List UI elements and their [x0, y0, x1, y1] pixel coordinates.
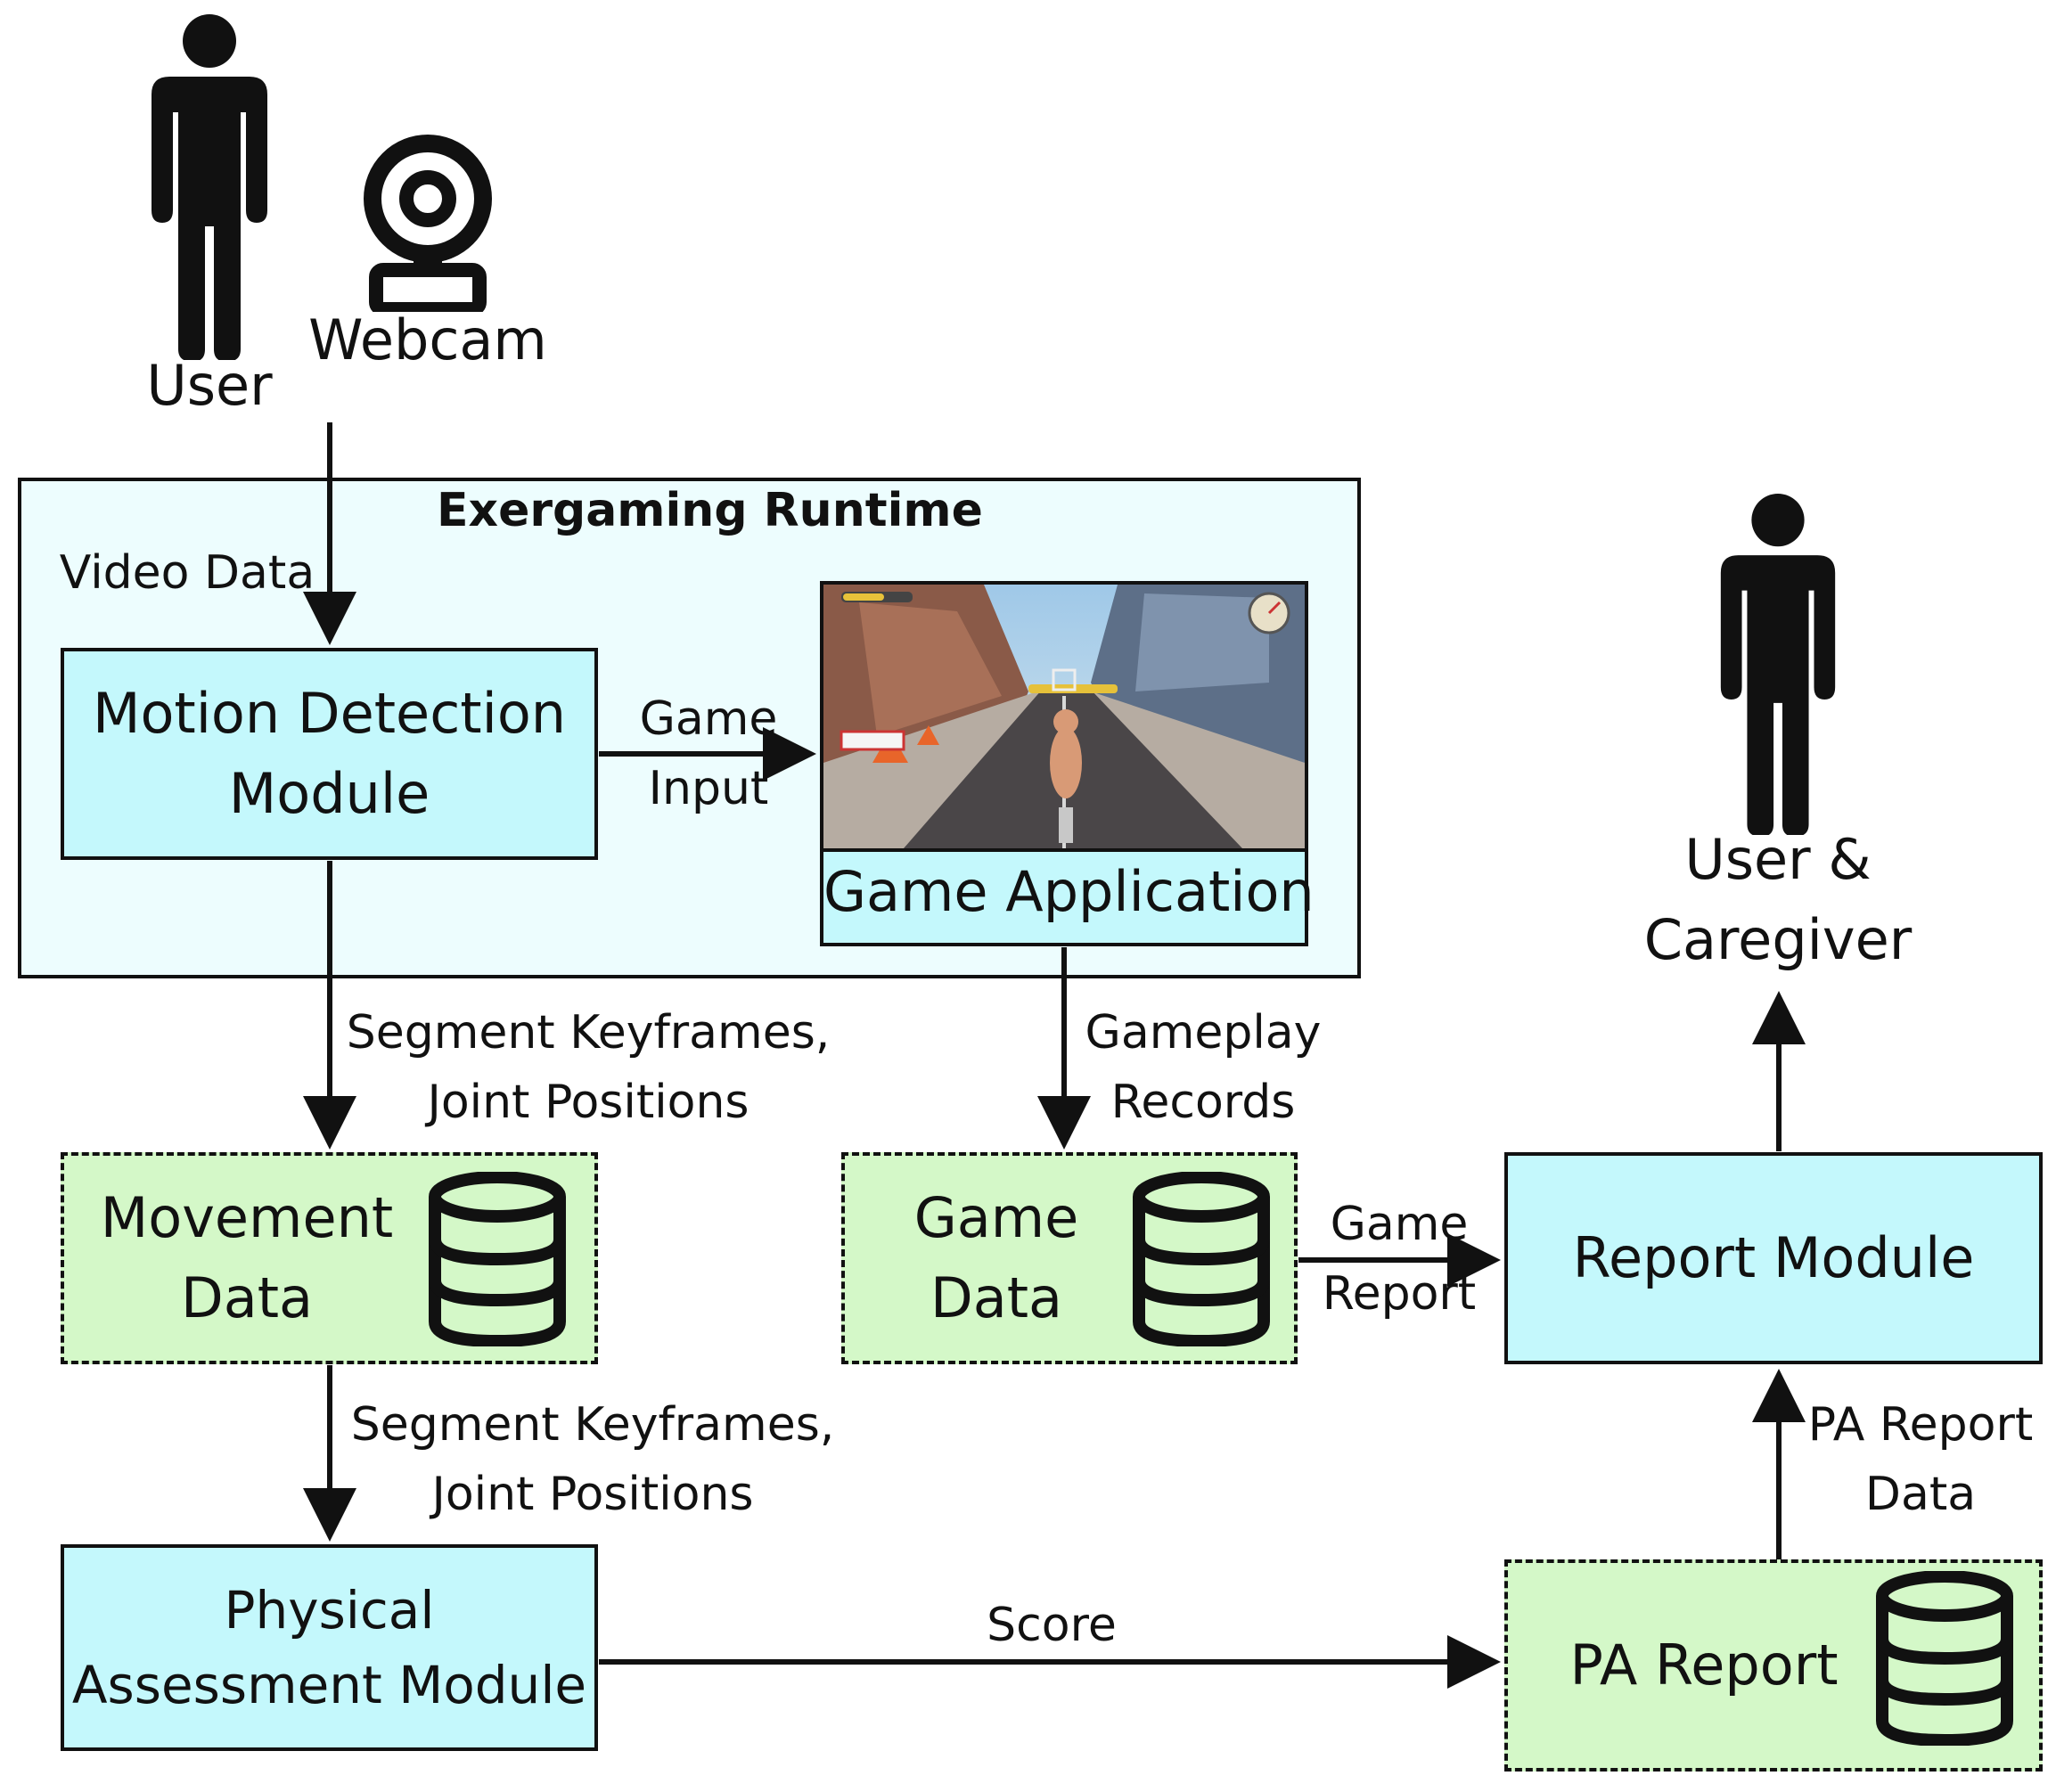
game-report-line-2: Report: [1322, 1267, 1477, 1321]
edge-label-game-report: Game Report: [1310, 1190, 1488, 1329]
pa-report-label: PA Report: [1569, 1632, 1839, 1698]
motion-detection-module[interactable]: Motion Detection Module: [61, 648, 598, 860]
edge-label-game-input: Game Input: [615, 684, 802, 823]
edge-label-segment-keyframes-1: Segment Keyframes, Joint Positions: [339, 998, 838, 1137]
pa-report-data-line-1: PA Report: [1807, 1398, 2034, 1452]
physical-assessment-line-1: Physical: [224, 1579, 435, 1641]
game-application-divider: [823, 848, 1305, 852]
movement-data-store[interactable]: Movement Data: [61, 1152, 598, 1364]
user-caregiver-line-1: User &: [1684, 827, 1872, 892]
pa-report-data-line-2: Data: [1864, 1468, 1977, 1521]
game-data-label: Game Data: [845, 1178, 1148, 1338]
webcam-label: Webcam: [308, 307, 547, 372]
game-data-line-1: Game: [913, 1185, 1079, 1251]
report-module[interactable]: Report Module: [1504, 1152, 2043, 1364]
user-caregiver-line-2: Caregiver: [1643, 906, 1913, 972]
segment-keyframes-1-line-2: Joint Positions: [427, 1076, 749, 1129]
game-screenshot-image: [823, 585, 1305, 848]
motion-detection-line-2: Module: [228, 761, 430, 826]
segment-keyframes-2-line-1: Segment Keyframes,: [350, 1398, 835, 1452]
movement-data-line-1: Movement: [100, 1185, 394, 1251]
person-icon: [152, 14, 267, 360]
webcam-icon: [364, 135, 492, 312]
person-icon: [1720, 493, 1836, 835]
segment-keyframes-2-line-2: Joint Positions: [431, 1468, 754, 1521]
gameplay-records-line-2: Records: [1110, 1076, 1296, 1129]
physical-assessment-module[interactable]: Physical Assessment Module: [61, 1544, 598, 1751]
movement-data-line-2: Data: [180, 1265, 314, 1330]
report-module-label: Report Module: [1572, 1225, 1975, 1291]
edge-label-pa-report-data: PA Report Data: [1791, 1390, 2050, 1529]
edge-label-segment-keyframes-2: Segment Keyframes, Joint Positions: [343, 1390, 842, 1529]
user-label: User: [146, 353, 273, 418]
game-application-label: Game Application: [823, 859, 1315, 924]
edge-label-gameplay-records: Gameplay Records: [1069, 998, 1337, 1137]
motion-detection-line-1: Motion Detection: [92, 681, 567, 747]
database-icon: [429, 1172, 566, 1346]
physical-assessment-line-2: Assessment Module: [71, 1655, 587, 1715]
movement-data-label: Movement Data: [64, 1178, 430, 1338]
segment-keyframes-1-line-1: Segment Keyframes,: [346, 1006, 831, 1060]
game-data-line-2: Data: [930, 1265, 1063, 1330]
game-input-line-2: Input: [648, 762, 769, 815]
gameplay-records-line-1: Gameplay: [1085, 1006, 1322, 1060]
game-report-line-1: Game: [1330, 1198, 1469, 1251]
edge-label-score: Score: [987, 1599, 1117, 1652]
game-input-line-1: Game: [639, 692, 778, 746]
game-application-module[interactable]: Game Application: [820, 581, 1315, 946]
user-caregiver-label: User & Caregiver: [1604, 820, 1952, 980]
database-icon: [1133, 1172, 1270, 1346]
runtime-title: Exergaming Runtime: [437, 484, 983, 537]
database-icon: [1876, 1571, 2013, 1746]
edge-label-video-data: Video Data: [59, 546, 315, 600]
